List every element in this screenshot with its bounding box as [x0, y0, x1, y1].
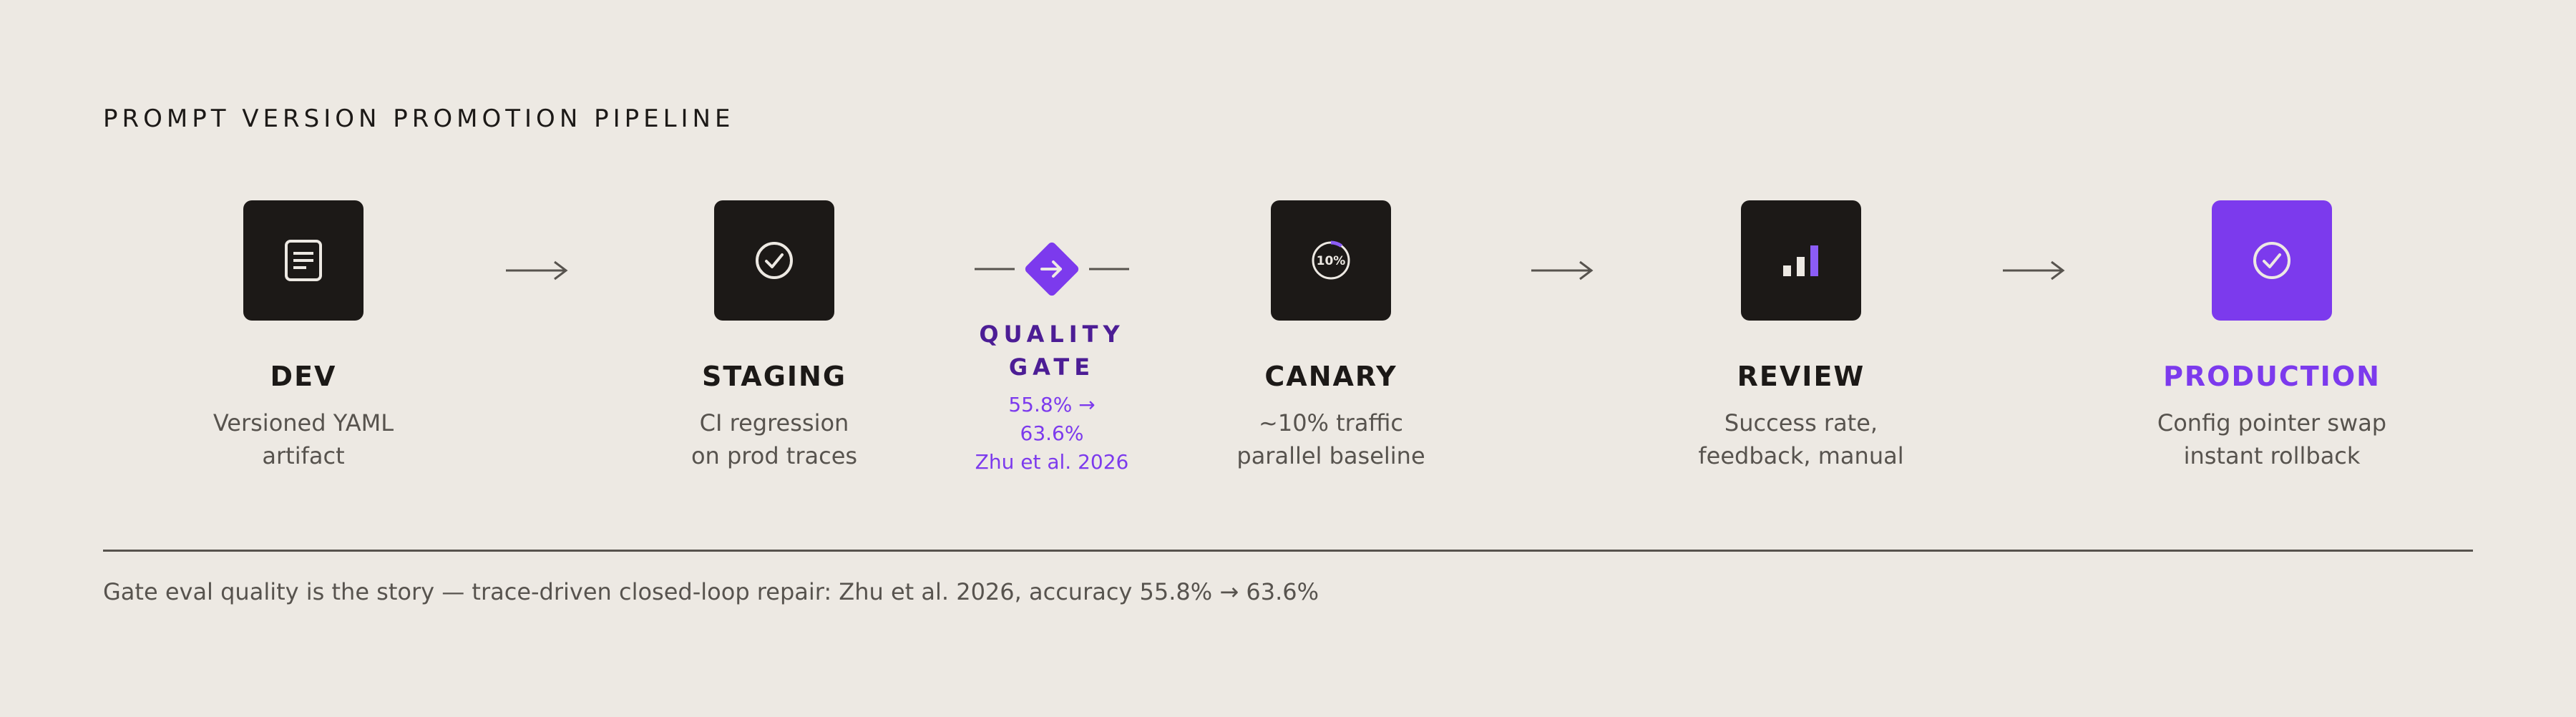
quality-gate: QUALITY GATE 55.8% → 63.6% Zhu et al. 20…: [930, 236, 1174, 477]
arrow-canary-to-review: [1531, 260, 1594, 281]
stage-review-desc-line-1: Success rate,: [1724, 409, 1878, 436]
stage-review-name: REVIEW: [1737, 361, 1865, 392]
stage-staging-desc-line-2: on prod traces: [691, 442, 858, 469]
stage-staging: STAGING CI regression on prod traces: [617, 200, 932, 472]
quality-gate-connector: [930, 236, 1174, 302]
document-icon: [285, 240, 322, 281]
divider: [103, 550, 2473, 552]
quality-gate-label-line-1: QUALITY: [979, 321, 1125, 348]
check-circle-icon: [756, 242, 793, 279]
quality-gate-stat-after: 63.6%: [1020, 421, 1084, 445]
stage-dev-description: Versioned YAML artifact: [146, 406, 461, 472]
stage-canary: 10% CANARY ~10% traffic parallel baselin…: [1174, 200, 1488, 472]
stage-staging-desc-line-1: CI regression: [699, 409, 849, 436]
stage-review: REVIEW Success rate, feedback, manual: [1644, 200, 1958, 472]
stage-review-desc-line-2: feedback, manual: [1698, 442, 1904, 469]
stage-staging-name: STAGING: [701, 361, 847, 392]
stage-dev-icon-box: [243, 200, 364, 321]
gate-connector-lines: [975, 268, 1129, 270]
stage-production: PRODUCTION Config pointer swap instant r…: [2114, 200, 2429, 472]
stage-canary-icon-box: 10%: [1271, 200, 1391, 321]
progress-ring-icon: 10%: [1311, 240, 1351, 281]
stage-review-icon-box: [1741, 200, 1861, 321]
stage-production-desc-line-2: instant rollback: [2183, 442, 2361, 469]
stage-production-description: Config pointer swap instant rollback: [2114, 406, 2429, 472]
stage-dev: DEV Versioned YAML artifact: [146, 200, 461, 472]
bar-chart-icon: [1783, 245, 1818, 276]
progress-ring-label: 10%: [1317, 254, 1346, 268]
quality-gate-label-line-2: GATE: [1008, 353, 1096, 381]
stage-dev-desc-line-1: Versioned YAML: [213, 409, 394, 436]
stage-dev-name: DEV: [270, 361, 337, 392]
stage-production-icon-box: [2212, 200, 2332, 321]
stage-production-desc-line-1: Config pointer swap: [2157, 409, 2387, 436]
pipeline-title: PROMPT VERSION PROMOTION PIPELINE: [103, 104, 735, 133]
stage-production-name: PRODUCTION: [2163, 361, 2381, 392]
stage-canary-desc-line-1: ~10% traffic: [1259, 409, 1403, 436]
stage-staging-description: CI regression on prod traces: [617, 406, 932, 472]
stage-staging-icon-box: [714, 200, 834, 321]
check-circle-icon: [2253, 242, 2290, 279]
arrow-dev-to-staging: [506, 260, 568, 281]
arrow-diamond-icon: [1025, 242, 1079, 296]
quality-gate-stats: 55.8% → 63.6% Zhu et al. 2026: [930, 391, 1174, 477]
quality-gate-label: QUALITY GATE: [930, 318, 1174, 384]
stage-canary-name: CANARY: [1264, 361, 1397, 392]
stage-dev-desc-line-2: artifact: [262, 442, 345, 469]
arrow-review-to-production: [2003, 260, 2065, 281]
stage-canary-desc-line-2: parallel baseline: [1236, 442, 1425, 469]
quality-gate-source: Zhu et al. 2026: [975, 450, 1129, 474]
progress-ring-arc: [1311, 240, 1351, 281]
footer-note: Gate eval quality is the story — trace-d…: [103, 578, 1319, 605]
stage-canary-description: ~10% traffic parallel baseline: [1174, 406, 1488, 472]
stage-review-description: Success rate, feedback, manual: [1644, 406, 1958, 472]
quality-gate-stat-before: 55.8% →: [1008, 393, 1096, 416]
